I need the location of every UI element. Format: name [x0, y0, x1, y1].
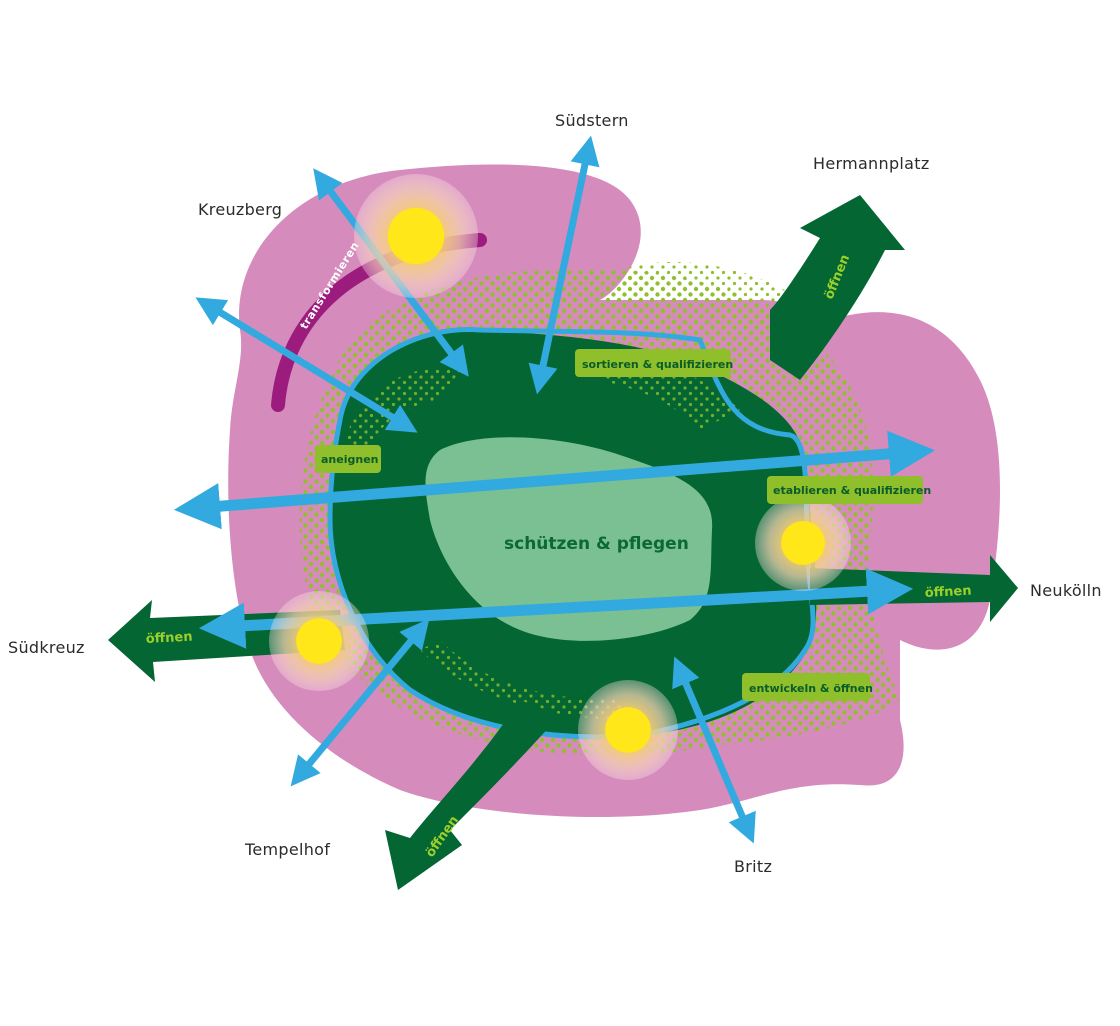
node-neukoelln: [755, 495, 851, 591]
svg-text:entwickeln & öffnen: entwickeln & öffnen: [749, 682, 873, 695]
place-neukoelln: Neukölln: [1030, 581, 1102, 600]
tag-entwickeln: entwickeln & öffnen: [742, 673, 873, 701]
place-kreuzberg: Kreuzberg: [198, 200, 282, 219]
node-suedkreuz: [269, 591, 369, 691]
tag-sortieren: sortieren & qualifizieren: [575, 349, 733, 377]
svg-text:sortieren & qualifizieren: sortieren & qualifizieren: [582, 358, 733, 371]
arrow-label-neukoelln: öffnen: [924, 584, 972, 601]
arrow-label-suedkreuz: öffnen: [145, 630, 193, 647]
arrow-hermannplatz: öffnen: [770, 195, 905, 380]
center-label: schützen & pflegen: [504, 534, 689, 554]
tag-etablieren: etablieren & qualifizieren: [767, 476, 931, 504]
connection-east-west: [173, 430, 936, 530]
node-kreuzberg: [354, 174, 478, 298]
place-tempelhof: Tempelhof: [244, 840, 330, 859]
blue-connections: [173, 135, 936, 844]
svg-text:etablieren & qualifizieren: etablieren & qualifizieren: [773, 484, 931, 497]
connection-west-diagonal: [195, 297, 418, 433]
place-hermannplatz: Hermannplatz: [813, 154, 930, 173]
node-tempelhof-britz: [578, 680, 678, 780]
connection-tempelhof: [290, 618, 430, 787]
focus-nodes: [269, 174, 851, 780]
place-suedstern: Südstern: [555, 111, 629, 130]
tag-aneignen: aneignen: [315, 445, 381, 473]
svg-text:aneignen: aneignen: [321, 453, 378, 466]
connection-suedstern: [528, 135, 600, 395]
connection-britz: [672, 656, 756, 844]
place-britz: Britz: [734, 857, 772, 876]
place-suedkreuz: Südkreuz: [8, 638, 85, 657]
